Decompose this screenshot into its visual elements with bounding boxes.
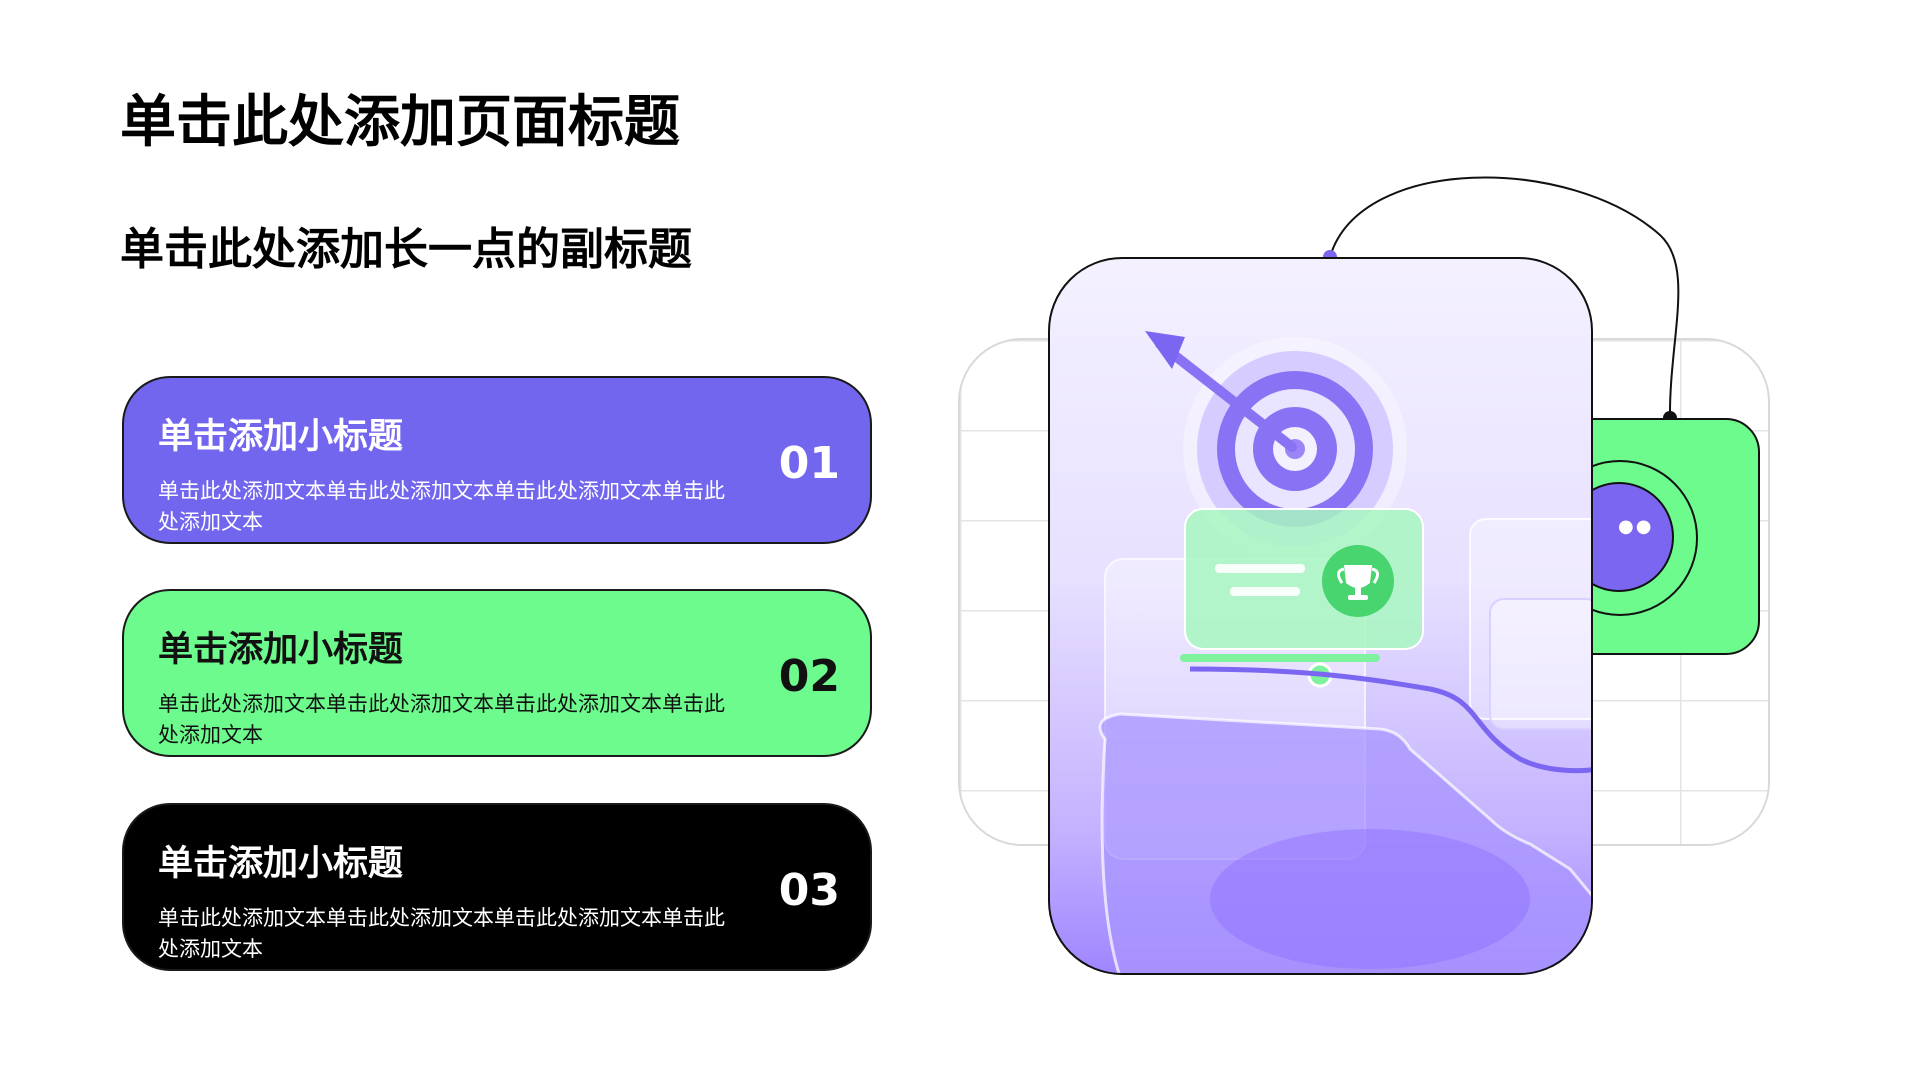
- hero-illustration: ●●: [950, 175, 1830, 995]
- trophy-card: [1180, 508, 1424, 688]
- dots-icon: ●●: [1618, 516, 1654, 537]
- topic-card-3[interactable]: 单击添加小标题 单击此处添加文本单击此处添加文本单击此处添加文本单击此处添加文本…: [122, 803, 872, 971]
- card-body-text: 单击此处添加文本单击此处添加文本单击此处添加文本单击此处添加文本: [158, 906, 725, 961]
- card-number: 02: [778, 651, 840, 702]
- card-number: 01: [778, 438, 840, 489]
- card-body-text: 单击此处添加文本单击此处添加文本单击此处添加文本单击此处添加文本: [158, 692, 725, 747]
- card-title: 单击添加小标题: [158, 630, 404, 670]
- arrow-icon: [1145, 331, 1297, 452]
- card-body-text: 单击此处添加文本单击此处添加文本单击此处添加文本单击此处添加文本: [158, 479, 725, 534]
- card-number: 03: [778, 865, 840, 916]
- page-title[interactable]: 单击此处添加页面标题: [120, 90, 680, 155]
- topic-card-2[interactable]: 单击添加小标题 单击此处添加文本单击此处添加文本单击此处添加文本单击此处添加文本…: [122, 589, 872, 757]
- page-subtitle[interactable]: 单击此处添加长一点的副标题: [120, 224, 692, 275]
- illustration-art: [1098, 331, 1591, 973]
- card-title: 单击添加小标题: [158, 844, 404, 884]
- trophy-icon: [1337, 565, 1379, 600]
- card-title: 单击添加小标题: [158, 417, 404, 457]
- topic-card-1[interactable]: 单击添加小标题 单击此处添加文本单击此处添加文本单击此处添加文本单击此处添加文本…: [122, 376, 872, 544]
- illustration-frame: [1048, 257, 1593, 975]
